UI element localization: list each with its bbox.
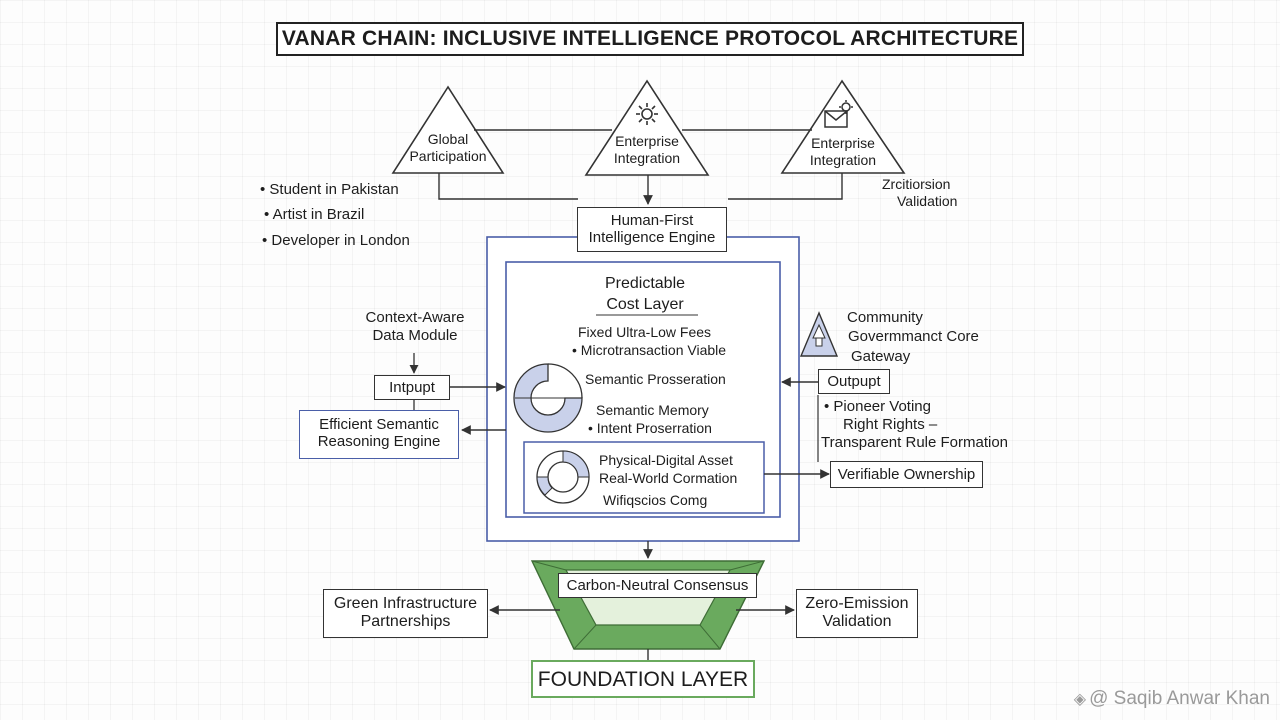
zero-emission-box: Zero-Emission Validation (796, 589, 918, 638)
watermark: ◈@ Saqib Anwar Khan (1074, 688, 1270, 710)
asset-line3: Wifiqscios Comg (603, 492, 708, 508)
cost-layer-title: Predictable Cost Layer (580, 274, 710, 314)
asset-line1: Physical-Digital Asset (599, 452, 733, 468)
diagram-title: VANAR CHAIN: INCLUSIVE INTELLIGENCE PROT… (276, 22, 1024, 56)
asset-line2: Real-World Cormation (599, 470, 738, 486)
intelligence-engine-box: Human-First Intelligence Engine (577, 207, 727, 252)
zero-emission-line1: Zero-Emission (805, 595, 909, 612)
semantic-memory-label: Semantic Memory (596, 402, 709, 418)
intent-preservation-label: • Intent Proserration (588, 420, 712, 436)
foundation-layer-box: FOUNDATION LAYER (531, 660, 755, 698)
reasoning-engine-line1: Efficient Semantic (319, 416, 439, 433)
triangle-enterprise-2-line1: Enterprise (811, 135, 875, 151)
cost-layer-title-line1: Predictable (604, 275, 686, 292)
validation-note-line1: Zrcitiorsion (882, 176, 951, 192)
watermark-text: @ Saqib Anwar Khan (1089, 688, 1270, 709)
green-partnerships-box: Green Infrastructure Partnerships (323, 589, 488, 638)
voting-line2: Right Rights – (843, 416, 938, 433)
semantic-preservation-label: Semantic Prosseration (585, 371, 726, 387)
cost-fees-line1: Fixed Ultra-Low Fees (578, 324, 712, 340)
triangle-enterprise-1-line2: Integration (613, 149, 681, 166)
community-line2: Govermmanct Core (848, 328, 979, 345)
community-line1: Community (847, 309, 923, 326)
context-module-label: Context-Aware Data Module (348, 309, 482, 345)
participant-student: • Student in Pakistan (260, 181, 399, 198)
verifiable-ownership-box: Verifiable Ownership (830, 461, 983, 488)
voting-line1: • Pioneer Voting (824, 398, 931, 415)
community-triangle (799, 311, 839, 357)
input-box: Intpupt (374, 375, 450, 400)
semantic-donut-chart (513, 363, 583, 433)
green-partnerships-line1: Green Infrastructure (333, 595, 478, 612)
reasoning-engine-line2: Reasoning Engine (317, 433, 441, 450)
voting-line3: Transparent Rule Formation (821, 434, 1009, 451)
triangle-global-line2: Participation (409, 147, 487, 164)
context-module-line2: Data Module (372, 327, 458, 344)
cost-layer-title-line2: Cost Layer (606, 296, 684, 314)
participant-developer: • Developer in London (262, 232, 410, 249)
triangle-enterprise-1-label: Enterprise Integration (592, 133, 702, 167)
envelope-gear-icon (824, 100, 853, 128)
triangle-global-label: Global Participation (398, 131, 498, 165)
asset-ring-chart (536, 450, 590, 504)
context-module-line1: Context-Aware (365, 309, 465, 326)
reasoning-engine-box: Efficient Semantic Reasoning Engine (299, 410, 459, 459)
triangle-global-line1: Global (427, 131, 469, 147)
output-box: Outpupt (818, 369, 890, 394)
carbon-neutral-consensus-label: Carbon-Neutral Consensus (558, 573, 757, 598)
triangle-enterprise-2-label: Enterprise Integration (787, 135, 899, 169)
cost-fees-line2: • Microtransaction Viable (572, 342, 727, 358)
gear-icon (636, 103, 658, 125)
participant-artist: • Artist in Brazil (264, 206, 365, 223)
validation-note-line2: Validation (897, 193, 958, 209)
community-line3: Gateway (851, 348, 911, 365)
intelligence-engine-line1: Human-First (610, 212, 694, 229)
triangle-enterprise-1-line1: Enterprise (615, 133, 679, 149)
watermark-logo-icon: ◈ (1073, 691, 1087, 708)
triangle-enterprise-1 (584, 79, 710, 176)
zero-emission-line2: Validation (822, 613, 892, 630)
triangle-enterprise-2-line2: Integration (809, 151, 877, 168)
intelligence-engine-line2: Intelligence Engine (588, 229, 716, 246)
green-partnerships-line2: Partnerships (360, 613, 451, 630)
